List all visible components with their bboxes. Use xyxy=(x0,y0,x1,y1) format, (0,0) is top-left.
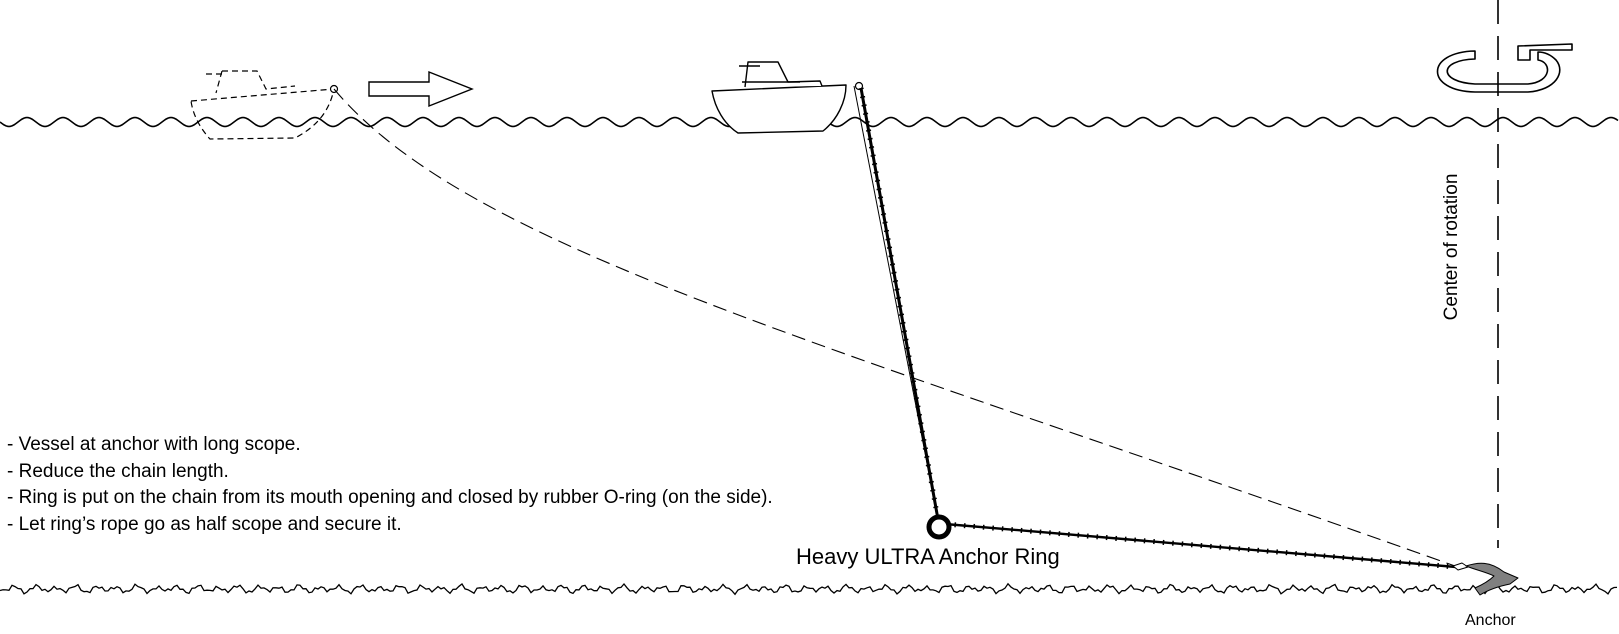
rotation-axis-label: Center of rotation xyxy=(1441,173,1462,321)
note-item: - Vessel at anchor with long scope. xyxy=(7,434,301,455)
boat-icon xyxy=(711,61,847,134)
anchor-icon xyxy=(1452,562,1519,596)
long-scope-rode xyxy=(333,88,1456,567)
anchor-label: Anchor xyxy=(1465,612,1516,629)
rotation-arrow-icon xyxy=(1436,43,1573,93)
right-arrow-icon xyxy=(368,70,474,108)
note-item: - Ring is put on the chain from its mout… xyxy=(7,487,773,508)
ring-icon xyxy=(926,514,952,540)
sea-bed-line xyxy=(0,582,1618,596)
ghost-boat-icon xyxy=(190,70,335,140)
chain-to-ring-links xyxy=(858,87,942,526)
note-item: - Reduce the chain length. xyxy=(7,460,229,482)
instruction-notes: - Vessel at anchor with long scope. - Re… xyxy=(7,432,773,538)
ring-label: Heavy ULTRA Anchor Ring xyxy=(796,544,1060,569)
note-item: - Let ring’s rope go as half scope and s… xyxy=(7,513,402,535)
chain-to-anchor xyxy=(944,522,1457,569)
